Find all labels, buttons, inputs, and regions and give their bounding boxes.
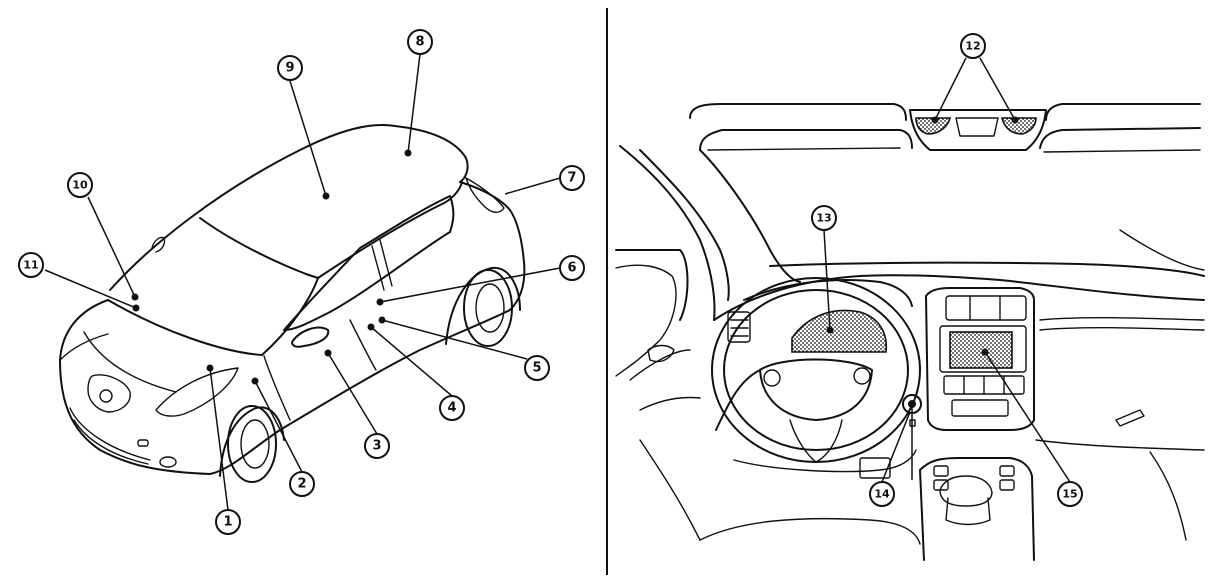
callout-6: 6: [559, 255, 585, 281]
callout-8-label: 8: [415, 35, 424, 50]
callout-9-label: 9: [285, 61, 294, 76]
callout-11-label: 11: [23, 259, 38, 272]
callout-15: 15: [1057, 481, 1083, 507]
callout-4-label: 4: [447, 401, 456, 416]
callout-4: 4: [439, 395, 465, 421]
callout-12: 12: [960, 33, 986, 59]
callout-15-label: 15: [1062, 488, 1077, 501]
callout-12-label: 12: [965, 40, 980, 53]
callout-7-label: 7: [567, 171, 576, 186]
leader-lines: [44, 53, 1071, 511]
callout-6-label: 6: [567, 261, 576, 276]
callout-5-label: 5: [532, 361, 541, 376]
leader-dots: [131, 116, 1019, 385]
callout-1: 1: [215, 509, 241, 535]
callout-10: 10: [67, 172, 93, 198]
callout-2: 2: [289, 471, 315, 497]
car-exterior-illustration: [59, 124, 526, 483]
callout-9: 9: [277, 55, 303, 81]
callout-1-label: 1: [223, 515, 232, 530]
callout-7: 7: [559, 165, 585, 191]
callout-3-label: 3: [372, 439, 381, 454]
callout-2-label: 2: [297, 477, 306, 492]
callout-10-label: 10: [72, 179, 88, 192]
callout-8: 8: [407, 29, 433, 55]
interior-illustration: [615, 103, 1205, 561]
callout-14-label: 14: [874, 488, 890, 501]
callout-14: 14: [869, 481, 895, 507]
callout-3: 3: [364, 433, 390, 459]
callout-11: 11: [18, 252, 44, 278]
callout-5: 5: [524, 355, 550, 381]
callout-13-label: 13: [816, 212, 831, 225]
callout-13: 13: [811, 205, 837, 231]
